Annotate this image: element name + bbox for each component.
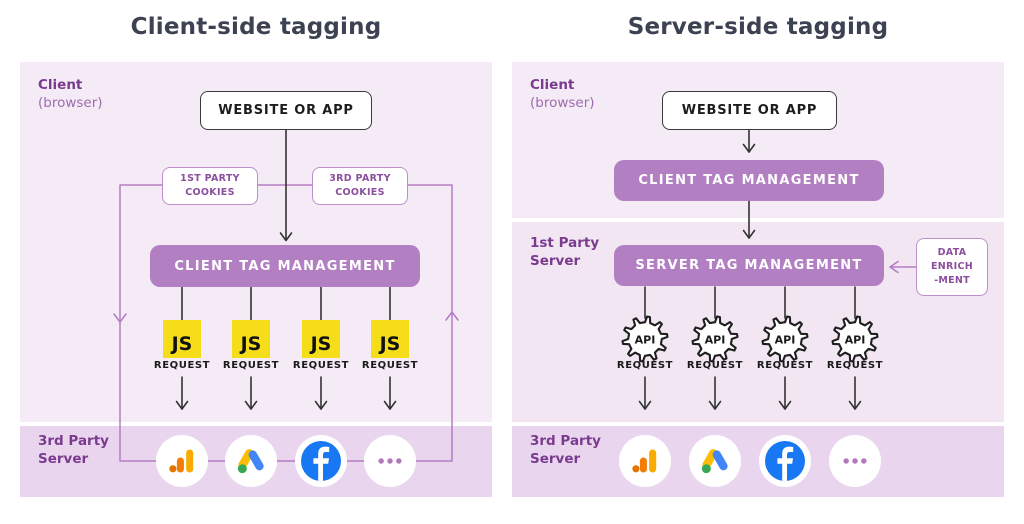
request-label: REQUEST bbox=[361, 360, 419, 371]
api-gear-icon: API bbox=[621, 315, 669, 363]
svg-text:API: API bbox=[635, 333, 656, 346]
cookie2-line2: COOKIES bbox=[335, 187, 385, 198]
client-sublabel-text: (browser) bbox=[530, 95, 595, 111]
google-analytics-icon bbox=[156, 435, 208, 487]
cookie2-line1: 3RD PARTY bbox=[329, 173, 391, 185]
enrich-line2: ENRICH bbox=[930, 260, 973, 272]
google-analytics-icon bbox=[619, 435, 671, 487]
left-website-box: WEBSITE OR APP bbox=[200, 91, 372, 130]
third-party-line2: Server bbox=[38, 451, 89, 467]
request-label: REQUEST bbox=[292, 360, 350, 371]
svg-text:API: API bbox=[845, 333, 866, 346]
request-label: REQUEST bbox=[616, 360, 674, 371]
third-party-line1: 3rd Party bbox=[38, 433, 109, 449]
left-client-tag-management-bar: CLIENT TAG MANAGEMENT bbox=[150, 245, 420, 287]
first-party-cookies-box: 1ST PARTY COOKIES bbox=[162, 167, 258, 205]
cookie1-line2: COOKIES bbox=[185, 187, 235, 198]
request-label: REQUEST bbox=[222, 360, 280, 371]
js-icon: JS bbox=[232, 320, 270, 358]
svg-text:API: API bbox=[775, 333, 796, 346]
first-party-line2: Server bbox=[530, 253, 581, 269]
facebook-icon bbox=[295, 435, 347, 487]
right-third-party-section bbox=[512, 426, 1004, 497]
js-icon: JS bbox=[163, 320, 201, 358]
left-title: Client-side tagging bbox=[130, 14, 382, 40]
more-platforms-icon bbox=[829, 435, 881, 487]
first-party-line1: 1st Party bbox=[530, 235, 600, 251]
client-label-text: Client bbox=[530, 77, 575, 93]
request-label: REQUEST bbox=[826, 360, 884, 371]
more-platforms-icon bbox=[364, 435, 416, 487]
js-icon: JS bbox=[371, 320, 409, 358]
right-client-tag-management-bar: CLIENT TAG MANAGEMENT bbox=[614, 160, 884, 201]
right-title: Server-side tagging bbox=[627, 14, 889, 40]
client-sublabel-text: (browser) bbox=[38, 95, 103, 111]
api-gear-icon: API bbox=[831, 315, 879, 363]
google-ads-icon bbox=[225, 435, 277, 487]
right-first-party-label: 1st Party Server bbox=[530, 234, 599, 270]
third-party-cookies-box: 3RD PARTY COOKIES bbox=[312, 167, 408, 205]
left-client-label: Client (browser) bbox=[38, 76, 103, 112]
cookie1-line1: 1ST PARTY bbox=[180, 173, 240, 185]
enrich-line1: DATA bbox=[937, 246, 967, 258]
api-gear-icon: API bbox=[761, 315, 809, 363]
api-gear-icon: API bbox=[691, 315, 739, 363]
client-label-text: Client bbox=[38, 77, 83, 93]
third-party-line2: Server bbox=[530, 451, 581, 467]
enrich-line3: -MENT bbox=[934, 275, 970, 287]
facebook-icon bbox=[759, 435, 811, 487]
right-website-box: WEBSITE OR APP bbox=[662, 91, 837, 130]
third-party-line1: 3rd Party bbox=[530, 433, 601, 449]
google-ads-icon bbox=[689, 435, 741, 487]
request-label: REQUEST bbox=[756, 360, 814, 371]
left-third-party-label: 3rd Party Server bbox=[38, 432, 109, 468]
server-tag-management-bar: SERVER TAG MANAGEMENT bbox=[614, 245, 884, 286]
data-enrichment-box: DATA ENRICH -MENT bbox=[916, 238, 988, 296]
right-third-party-label: 3rd Party Server bbox=[530, 432, 601, 468]
request-label: REQUEST bbox=[153, 360, 211, 371]
js-icon: JS bbox=[302, 320, 340, 358]
request-label: REQUEST bbox=[686, 360, 744, 371]
right-client-label: Client (browser) bbox=[530, 76, 595, 112]
svg-text:API: API bbox=[705, 333, 726, 346]
